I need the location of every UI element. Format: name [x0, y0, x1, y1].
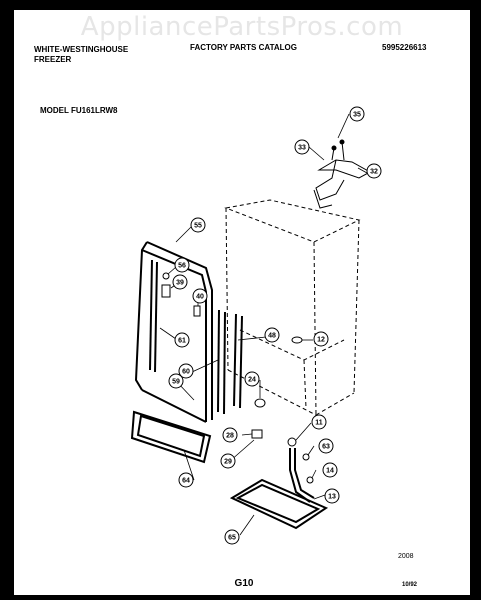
parts-catalog-page: AppliancePartsPros.com WHITE-WESTINGHOUS…: [14, 10, 470, 595]
kick-plate-64: [130, 410, 212, 464]
callout-28: 28: [226, 433, 234, 440]
breaker-rail-60: [217, 309, 226, 415]
part-28-connector: [251, 429, 263, 439]
callout-24: 24: [248, 377, 256, 384]
callout-56: 56: [178, 263, 186, 270]
callout-48: 48: [268, 333, 276, 340]
exploded-parts-diagram: 35 33 32 55 56 39 40 61 48 12 60 59 24 1…: [130, 106, 418, 589]
callout-circles: [168, 106, 382, 545]
part-24-valve: [254, 398, 266, 408]
callout-60: 60: [182, 369, 190, 376]
brand-line2: FREEZER: [34, 55, 72, 64]
part-40-block: [193, 305, 201, 317]
part-39-block: [161, 284, 171, 298]
callout-14: 14: [326, 468, 334, 475]
part-35-33-32-assembly: [313, 139, 372, 209]
callout-32: 32: [370, 169, 378, 176]
footer-date: 10/92: [402, 582, 418, 588]
part-number: 5995226613: [382, 43, 427, 52]
callout-39: 39: [176, 280, 184, 287]
part-14-clip: [306, 476, 314, 484]
part-63-screw: [302, 453, 310, 461]
footer-code: 2008: [398, 553, 414, 560]
callout-64: 64: [182, 478, 190, 485]
callout-65: 65: [228, 535, 236, 542]
model-number: MODEL FU161LRW8: [40, 106, 118, 115]
callout-13: 13: [328, 494, 336, 501]
cabinet-outline: [224, 199, 361, 416]
breaker-rail-61: [149, 259, 158, 373]
part-12-plug: [291, 336, 303, 344]
drain-pan-65: [229, 478, 329, 530]
callout-labels: 35 33 32 55 56 39 40 61 48 12 60 59 24 1…: [172, 112, 378, 542]
catalog-title: FACTORY PARTS CATALOG: [190, 43, 297, 52]
part-48-strip: [233, 313, 243, 409]
brand-line1: WHITE-WESTINGHOUSE: [34, 45, 129, 54]
callout-11: 11: [315, 420, 323, 427]
callout-12: 12: [317, 337, 325, 344]
part-56-screw: [162, 272, 170, 280]
callout-29: 29: [224, 459, 232, 466]
callout-33: 33: [298, 145, 306, 152]
callout-59: 59: [172, 379, 180, 386]
part-11-grommet: [287, 437, 297, 447]
watermark-text: AppliancePartsPros.com: [80, 12, 404, 42]
footer-page: G10: [235, 578, 254, 589]
callout-63: 63: [322, 444, 330, 451]
door-gasket-55: [134, 241, 213, 423]
callout-61: 61: [178, 338, 186, 345]
callout-35: 35: [353, 112, 361, 119]
callout-55: 55: [194, 223, 202, 230]
callout-40: 40: [196, 294, 204, 301]
